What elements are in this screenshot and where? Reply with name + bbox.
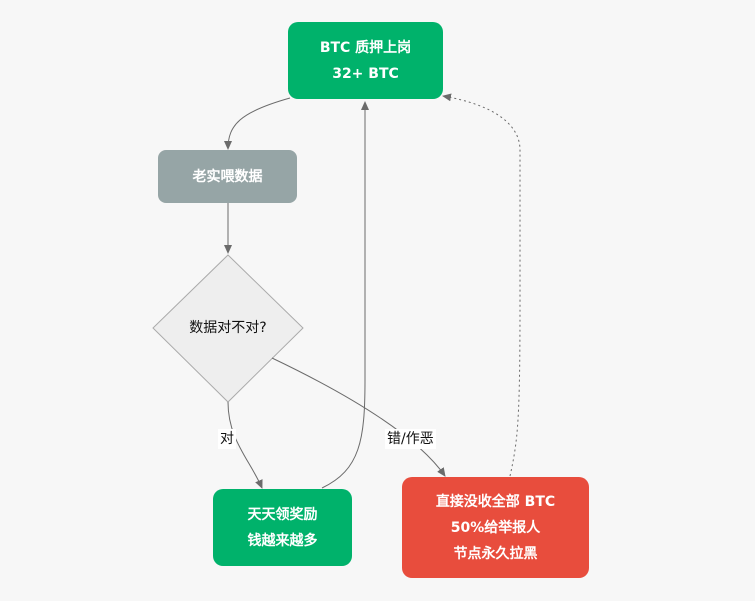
edge-label-correct: 对 [218, 429, 236, 449]
node-slash: 直接没收全部 BTC 50%给举报人 节点永久拉黑 [402, 477, 589, 578]
node-slash-line3: 节点永久拉黑 [453, 545, 538, 562]
node-stake-line2: 32+ BTC [332, 65, 399, 82]
node-reward: 天天领奖励 钱越来越多 [213, 489, 352, 566]
edge-label-wrong: 错/作恶 [385, 429, 436, 449]
edge-stake-to-feed [224, 97, 291, 150]
node-decision-label: 数据对不对? [189, 320, 267, 336]
node-feed: 老实喂数据 [158, 150, 297, 203]
node-slash-line1: 直接没收全部 BTC [435, 493, 556, 510]
node-slash-line2: 50%给举报人 [450, 519, 541, 536]
node-reward-line2: 钱越来越多 [247, 532, 318, 549]
edge-slash-to-stake [442, 93, 521, 477]
node-feed-label: 老实喂数据 [192, 168, 263, 185]
edge-decision-to-reward [227, 401, 263, 489]
edge-reward-to-stake [321, 101, 369, 489]
edge-decision-to-slash [271, 357, 446, 477]
node-stake-line1: BTC 质押上岗 [319, 39, 412, 56]
node-reward-line1: 天天领奖励 [247, 506, 318, 523]
node-stake: BTC 质押上岗 32+ BTC [288, 22, 443, 99]
